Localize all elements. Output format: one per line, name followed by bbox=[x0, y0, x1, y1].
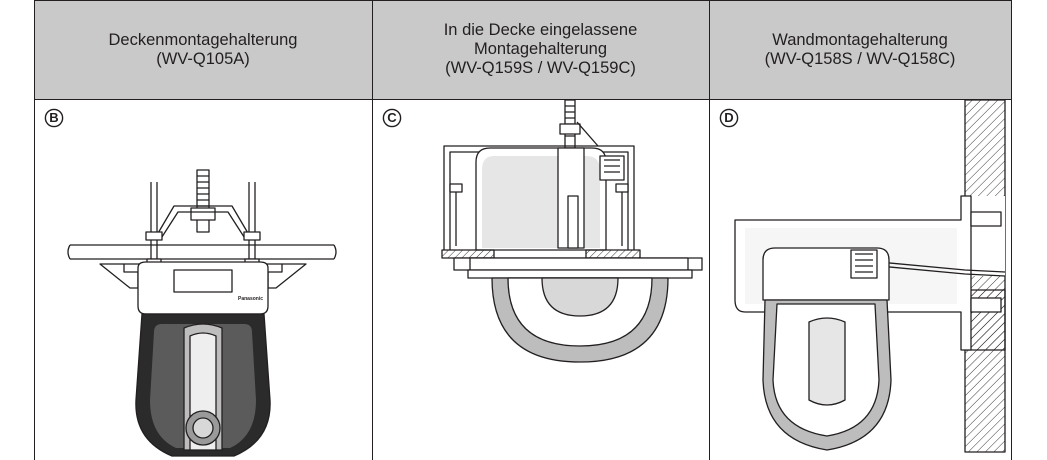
header-ceiling-mount: Deckenmontagehalterung (WV-Q105A) bbox=[34, 0, 372, 99]
marker-letter: B bbox=[49, 110, 59, 125]
wall-mount-illustration bbox=[734, 100, 1006, 453]
marker-c-icon: C bbox=[382, 108, 402, 128]
cell-ceiling-mount: Panasonic bbox=[34, 100, 372, 460]
marker-letter: C bbox=[387, 110, 397, 125]
cell-wall-mount bbox=[709, 100, 1011, 460]
column-divider-1 bbox=[372, 0, 373, 460]
header-line: Deckenmontagehalterung bbox=[108, 30, 298, 49]
embedded-ceiling-mount-illustration bbox=[441, 100, 703, 363]
header-embedded-ceiling-mount: In die Decke eingelassene Montagehalteru… bbox=[372, 0, 709, 99]
table-left-border bbox=[34, 0, 35, 460]
header-wall-mount: Wandmontagehalterung (WV-Q158S / WV-Q158… bbox=[709, 0, 1011, 99]
column-divider-2 bbox=[709, 0, 710, 460]
ceiling-mount-illustration bbox=[67, 169, 337, 457]
header-divider bbox=[34, 99, 1012, 100]
header-line: In die Decke eingelassene bbox=[443, 21, 638, 39]
marker-letter: D bbox=[724, 110, 734, 125]
marker-d-icon: D bbox=[719, 108, 739, 128]
header-line: (WV-Q105A) bbox=[156, 49, 250, 68]
table-right-border bbox=[1011, 0, 1012, 460]
cell-embedded-ceiling-mount bbox=[372, 100, 709, 460]
header-line: (WV-Q159S / WV-Q159C) bbox=[445, 59, 636, 77]
header-line: Montagehalterung bbox=[473, 40, 607, 58]
table-top-border bbox=[34, 0, 1012, 1]
mount-bracket-table: Deckenmontagehalterung (WV-Q105A) In die… bbox=[34, 0, 1012, 460]
marker-b-icon: B bbox=[44, 108, 64, 128]
header-line: Wandmontagehalterung bbox=[772, 30, 948, 49]
table-header-band bbox=[34, 0, 1012, 99]
brand-label: Panasonic bbox=[238, 296, 264, 302]
header-line: (WV-Q158S / WV-Q158C) bbox=[764, 49, 956, 68]
